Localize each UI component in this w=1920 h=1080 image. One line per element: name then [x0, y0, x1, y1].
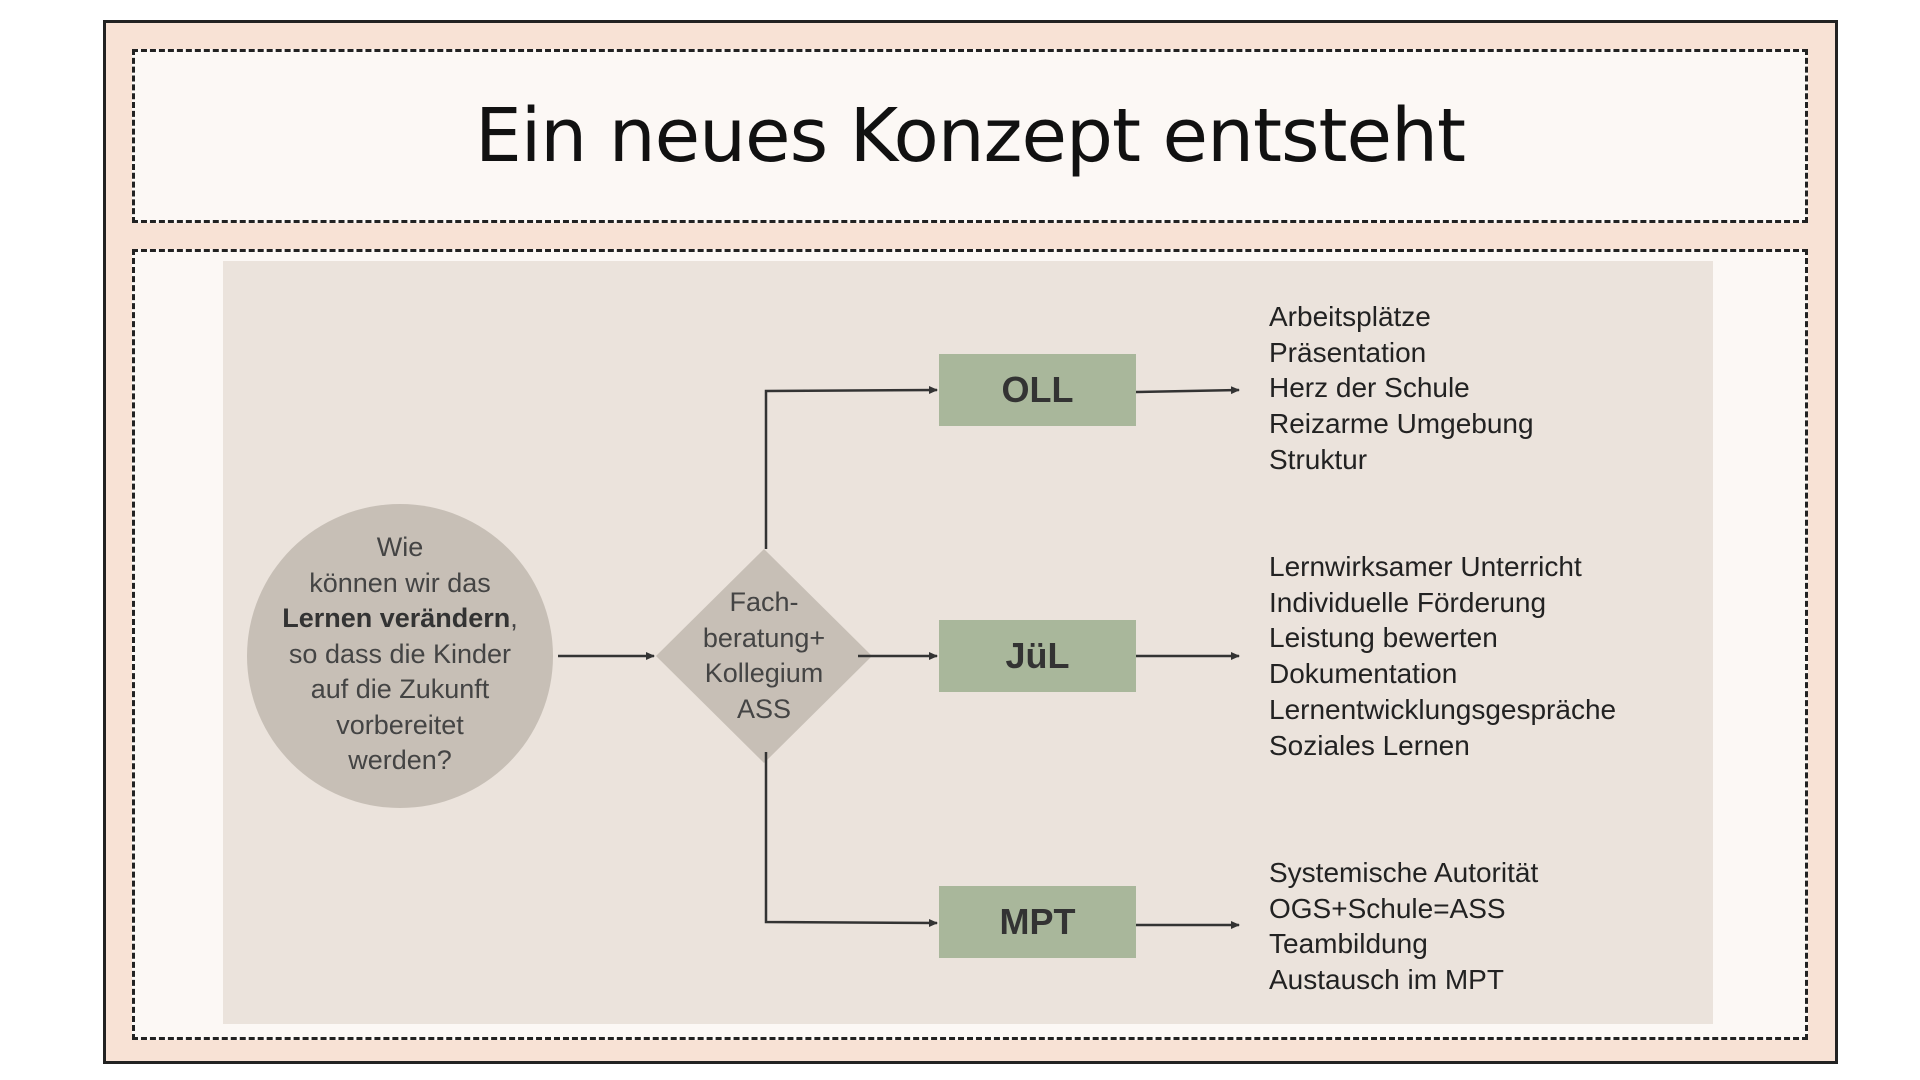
question-line: Lernen verändern,	[250, 601, 550, 637]
list-item: OGS+Schule=ASS	[1269, 892, 1506, 924]
decision-line: Fach-	[729, 587, 799, 617]
list-item: Reizarme Umgebung	[1269, 408, 1534, 440]
list-item: Leistung bewerten	[1269, 622, 1498, 654]
list-item: Dokumentation	[1269, 658, 1458, 690]
oll-list: Arbeitsplätze Präsentation Herz der Schu…	[1269, 299, 1534, 478]
question-line: vorbereitet	[336, 709, 464, 740]
list-item: Teambildung	[1269, 928, 1428, 960]
list-item: Herz der Schule	[1269, 372, 1470, 404]
list-item: Präsentation	[1269, 336, 1427, 368]
question-line: können wir das	[309, 567, 491, 598]
question-line: so dass die Kinder	[288, 638, 512, 669]
box-jul: JüL	[939, 620, 1136, 692]
list-item: Struktur	[1269, 443, 1368, 475]
decision-text: Fach- beratung+ Kollegium ASS	[664, 585, 864, 727]
mpt-list: Systemische Autorität OGS+Schule=ASS Tea…	[1269, 855, 1538, 998]
list-item: Austausch im MPT	[1269, 964, 1504, 996]
decision-line: beratung+	[702, 622, 826, 653]
list-item: Lernentwicklungsgespräche	[1269, 693, 1617, 725]
question-line: Wie	[376, 532, 424, 562]
decision-line: Kollegium	[704, 658, 824, 688]
question-text: Wie können wir das Lernen verändern, so …	[250, 530, 550, 779]
question-circle	[247, 504, 553, 808]
list-item: Lernwirksamer Unterricht	[1269, 551, 1582, 582]
jul-list: Lernwirksamer Unterricht Individuelle Fö…	[1269, 549, 1616, 763]
arrow-decision-to-oll	[764, 386, 938, 549]
question-line: werden?	[348, 745, 452, 775]
question-emphasis: Lernen verändern	[282, 603, 511, 633]
list-item: Soziales Lernen	[1269, 729, 1470, 761]
list-item: Systemische Autorität	[1269, 857, 1539, 888]
page-title: Ein neues Konzept entsteht	[474, 93, 1466, 179]
box-mpt: MPT	[939, 886, 1136, 958]
box-oll: OLL	[939, 354, 1136, 426]
decision-diamond	[656, 549, 872, 763]
question-comma: ,	[510, 603, 518, 633]
title-box: Ein neues Konzept entsteht	[132, 49, 1808, 223]
arrow-decision-to-mpt	[764, 752, 938, 927]
list-item: Arbeitsplätze	[1269, 301, 1431, 332]
decision-line: ASS	[736, 693, 792, 724]
list-item: Individuelle Förderung	[1269, 586, 1547, 618]
arrow-oll-to-list	[1135, 386, 1240, 395]
question-line: auf die Zukunft	[310, 674, 490, 704]
